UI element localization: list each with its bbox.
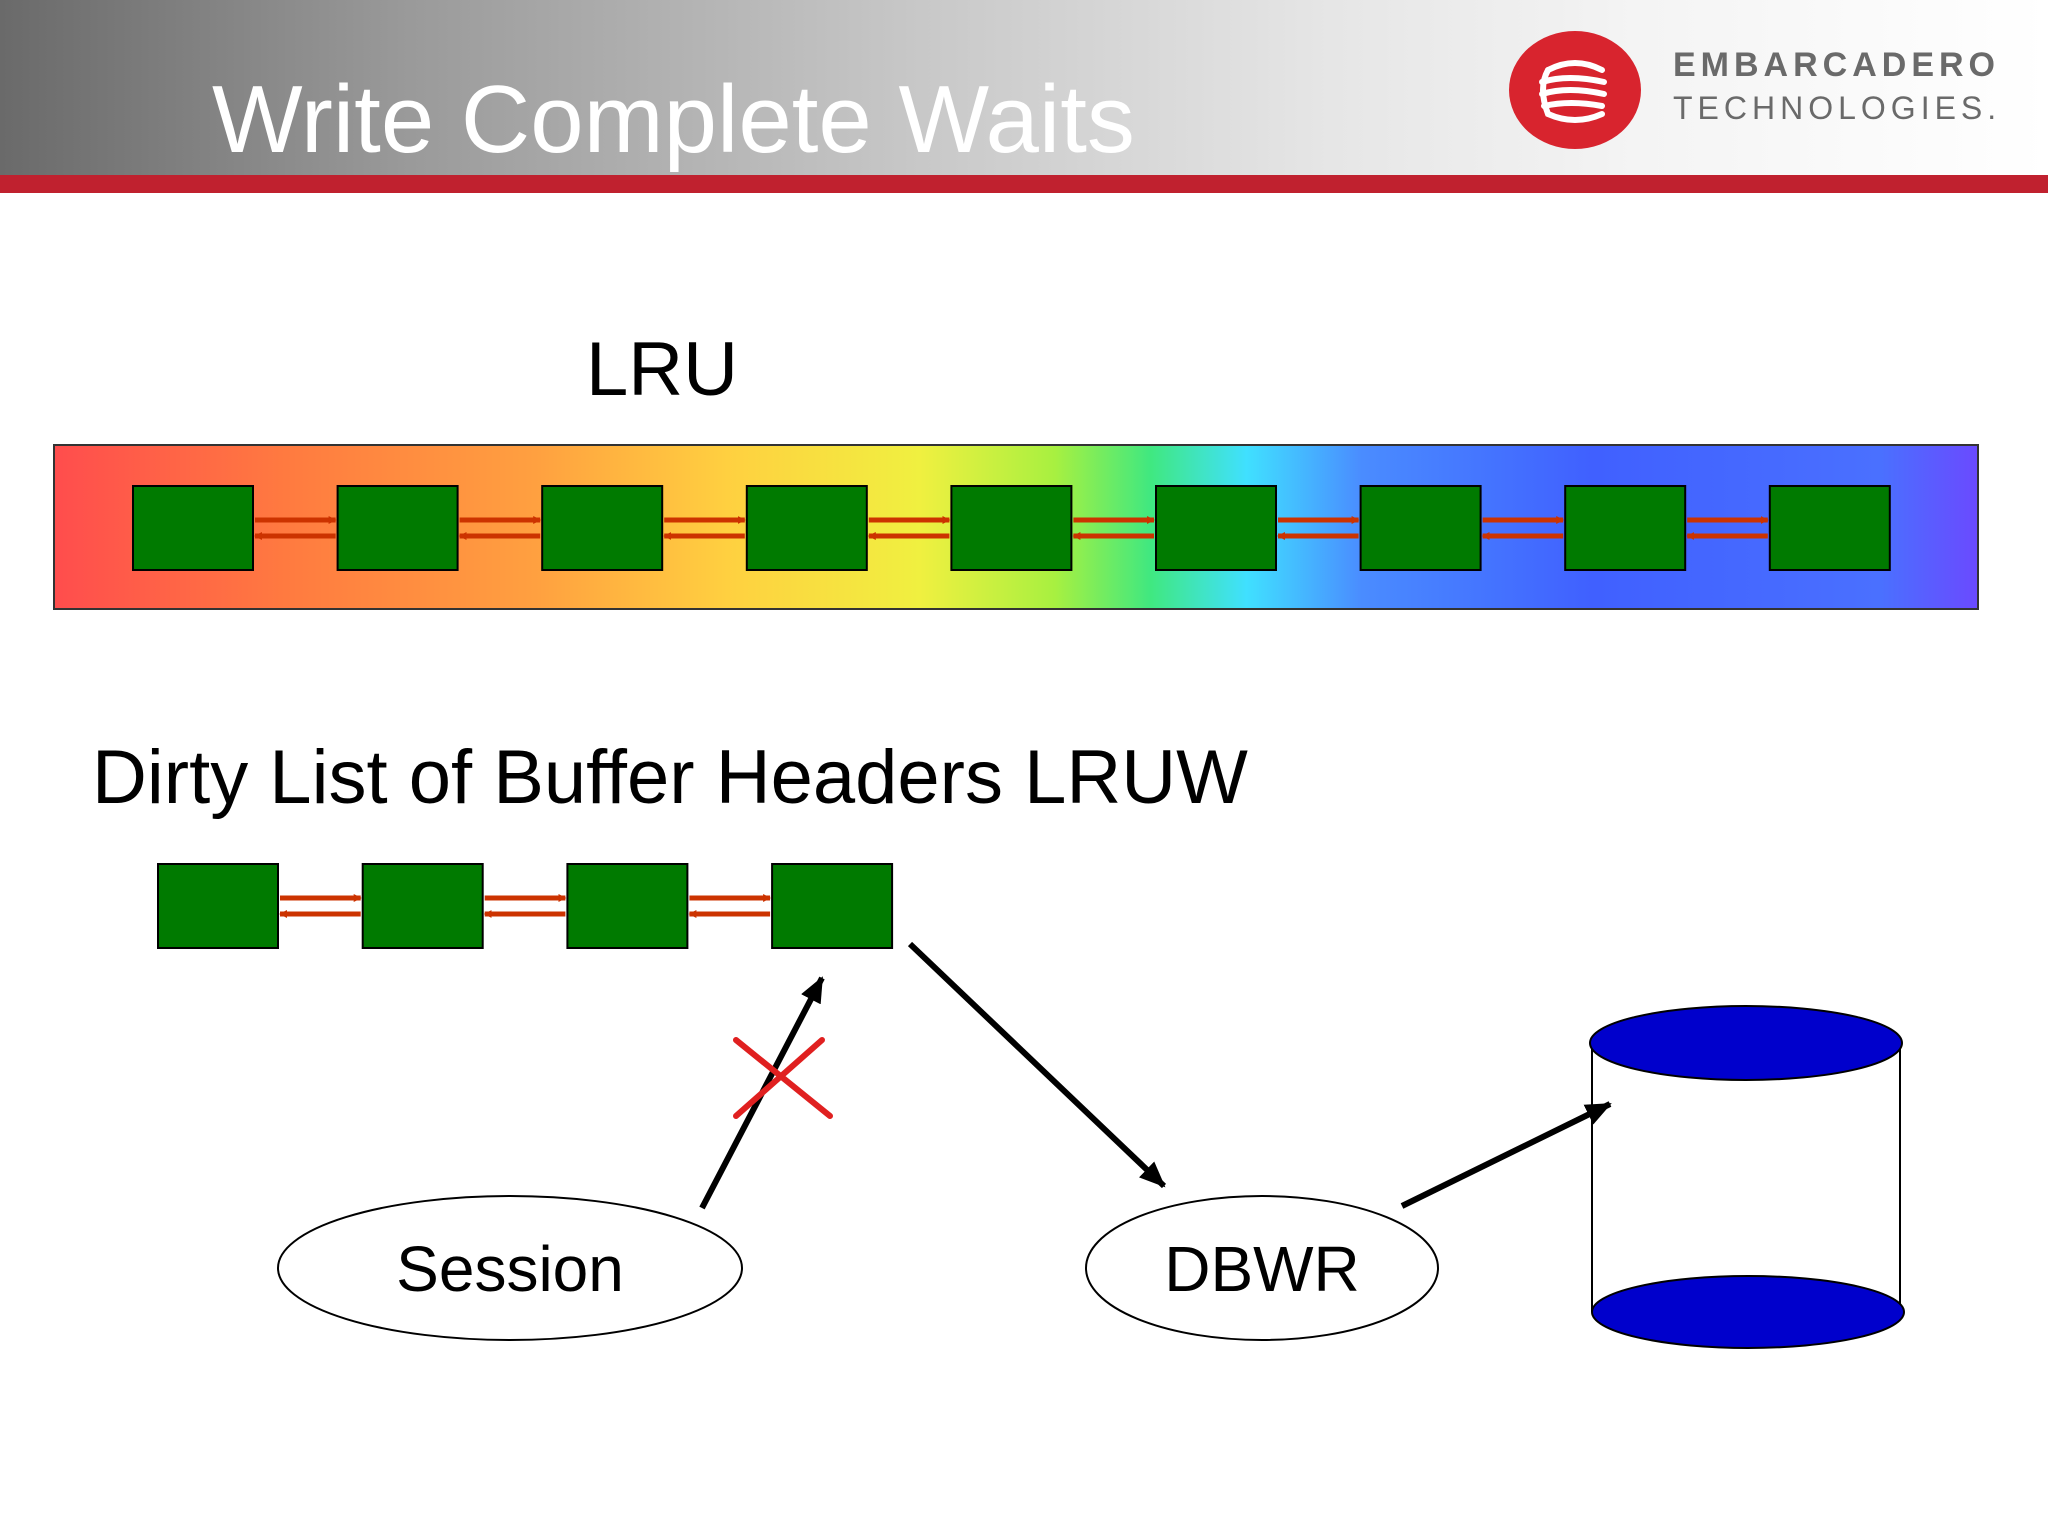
dirty-buffer-3 [566,863,689,949]
logo-text-line2: TECHNOLOGIES. [1673,90,2002,126]
lru-buffer-1 [132,485,254,571]
lru-buffer-chain [132,485,1891,571]
lru-buffer-3 [541,485,664,571]
lru-buffer-7 [1359,485,1482,571]
lru-buffer-6 [1155,485,1277,571]
lru-label: LRU [586,327,739,412]
dirty-buffer-1 [157,863,279,949]
header-bar [0,0,2048,178]
embarcadero-logo-icon [1509,31,1641,149]
database-cylinder-icon [1589,1005,1905,1349]
session-node: Session [277,1195,743,1341]
lru-buffer-9 [1768,485,1891,571]
dbwr-label: DBWR [1164,1233,1360,1305]
dirty-to-dbwr-arrow [907,941,1167,1189]
dirty-list-label: Dirty List of Buffer Headers LRUW [92,735,1248,820]
embarcadero-logo: EMBARCADERO TECHNOLOGIES. [1508,30,2028,150]
dirty-buffer-chain [157,863,894,949]
slide-title: Write Complete Waits [212,66,1135,173]
lru-buffer-2 [336,485,459,571]
dbwr-to-disk-arrow [1400,1101,1612,1209]
dirty-buffer-2 [361,863,484,949]
session-label: Session [396,1233,624,1305]
dirty-buffer-4 [771,863,894,949]
lru-buffer-5 [950,485,1073,571]
lru-buffer-4 [745,485,868,571]
lru-buffer-8 [1564,485,1687,571]
dbwr-node: DBWR [1085,1195,1439,1341]
header-rule [0,175,2048,193]
logo-text-line1: EMBARCADERO [1673,46,2000,84]
x-mark-icon [733,1037,833,1119]
